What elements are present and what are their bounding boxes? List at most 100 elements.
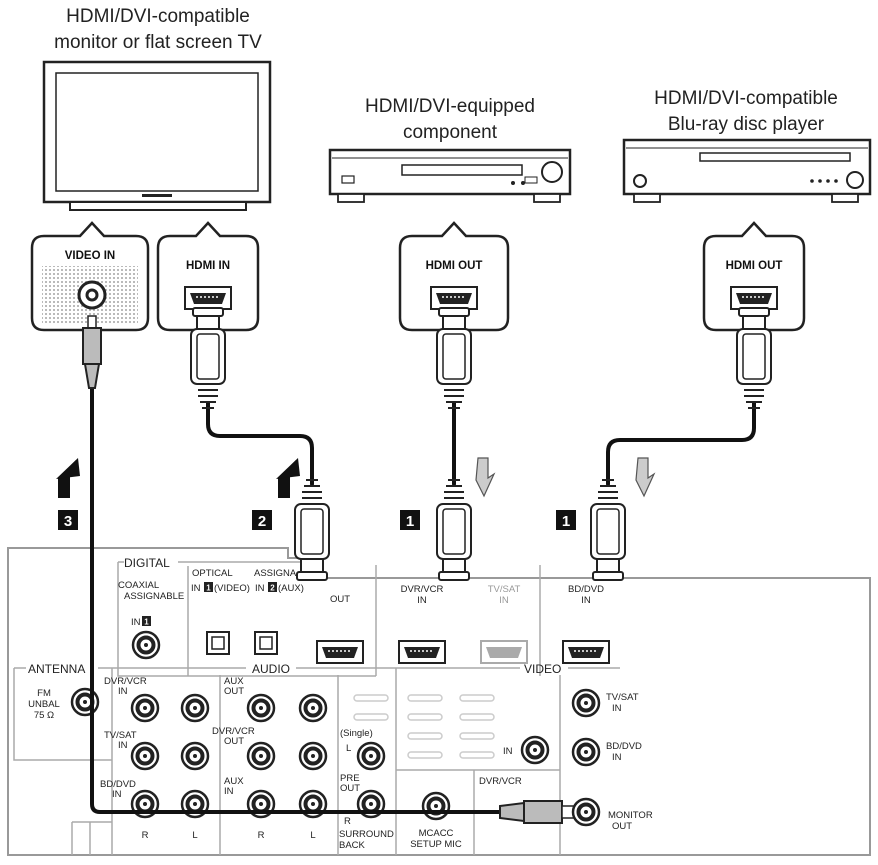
audio-dvr-l-jack <box>180 693 210 723</box>
unused-slots <box>353 694 495 759</box>
receiver-rear-panel: DIGITAL COAXIAL ASSIGNABLE IN 1 OPTICAL … <box>7 547 871 856</box>
receiver-hdmi-bddvd-port <box>562 640 610 664</box>
aux-in-label-line1: AUX <box>224 776 244 787</box>
fm-ohm-label: 75 Ω <box>34 710 54 721</box>
audio-tvsat-label-line2: IN <box>118 740 128 751</box>
arrow-down-dvr <box>475 457 496 498</box>
video-group-label: VIDEO <box>524 662 561 676</box>
optical-in2-label: (AUX) <box>278 583 304 594</box>
video-rca-plug-bottom <box>499 797 601 827</box>
audio-group-label: AUDIO <box>252 662 290 676</box>
cables <box>90 386 756 814</box>
pre-out-l-label: L <box>346 743 351 754</box>
antenna-group-label: ANTENNA <box>28 662 85 676</box>
video-tvsat-label-line2: IN <box>612 703 622 714</box>
tv-caption-line1: HDMI/DVI-compatible <box>66 6 250 27</box>
aux-in-label-line2: IN <box>224 786 234 797</box>
hdmi-dvr-label-line2: IN <box>417 595 427 606</box>
step-badge-video: 3 <box>58 510 78 530</box>
svg-text:1: 1 <box>206 584 211 593</box>
audio-dvr-label-line2: IN <box>118 686 128 697</box>
hdmi-tvsat-label-line2: IN <box>499 595 509 606</box>
hdmi-cable-bluray <box>606 401 756 486</box>
bluray-caption: HDMI/DVI-compatible Blu-ray disc player <box>654 88 838 135</box>
audio-r-label-2: R <box>258 830 265 841</box>
step-badge-monitor-number: 2 <box>258 513 266 530</box>
video-dvr-label: DVR/VCR <box>479 776 522 787</box>
component-caption-line1: HDMI/DVI-equipped <box>365 96 535 117</box>
component-caption: HDMI/DVI-equipped component <box>365 96 535 143</box>
aux-out-r-jack <box>246 693 276 723</box>
hdmi-plug-receiver-out <box>294 479 330 581</box>
receiver-hdmi-out-port <box>316 640 364 664</box>
dvr-out-l-jack <box>298 741 328 771</box>
optical-in2-port <box>254 631 278 655</box>
svg-text:1: 1 <box>144 618 149 627</box>
aux-out-l-jack <box>298 693 328 723</box>
monitor-out-label-line1: MONITOR <box>608 810 653 821</box>
hdmi-out-label: OUT <box>330 594 350 605</box>
callout-hdmi-in-label: HDMI IN <box>186 260 230 272</box>
audio-bddvd-label-line2: IN <box>112 789 122 800</box>
surround-label: SURROUND <box>339 829 394 840</box>
video-tvsat-label-line1: TV/SAT <box>606 692 639 703</box>
audio-tvsat-r-jack <box>130 741 160 771</box>
video-rca-plug-top <box>82 315 102 389</box>
mcacc-setup-mic-label: SETUP MIC <box>410 839 462 850</box>
step-badge-bd-number: 1 <box>562 513 570 530</box>
video-bddvd-label-line1: BD/DVD <box>606 741 642 752</box>
arrow-down-bd <box>635 457 656 498</box>
tv-illustration <box>42 60 272 211</box>
dvr-out-r-jack <box>246 741 276 771</box>
hdmi-bddvd-label-line1: BD/DVD <box>568 584 604 595</box>
tv-hdmi-port <box>184 286 232 310</box>
receiver-hdmi-dvr-port <box>398 640 446 664</box>
mcacc-mic-jack <box>421 791 451 821</box>
aux-out-label-line1: AUX <box>224 676 244 687</box>
svg-text:2: 2 <box>270 584 275 593</box>
receiver-hdmi-tvsat-port <box>480 640 528 664</box>
optical-in1-prefix: IN <box>191 583 201 594</box>
video-bddvd-label-line2: IN <box>612 752 622 763</box>
step-badge-dvr-number: 1 <box>406 513 414 530</box>
hdmi-tvsat-label-line1: TV/SAT <box>488 584 521 595</box>
audio-bddvd-label-line1: BD/DVD <box>100 779 136 790</box>
assignable-label: ASSIGNA <box>254 568 297 579</box>
bluray-caption-line1: HDMI/DVI-compatible <box>654 88 838 109</box>
aux-out-label-line2: OUT <box>224 686 244 697</box>
coaxial-jack <box>131 630 161 660</box>
step-badge-dvr: 1 <box>400 510 420 530</box>
callout-hdmi-out-bluray: HDMI OUT <box>702 221 806 332</box>
mcacc-label: MCACC <box>419 828 454 839</box>
audio-tvsat-label-line1: TV/SAT <box>104 730 137 741</box>
optical-label: OPTICAL <box>192 568 233 579</box>
callout-video-in-label: VIDEO IN <box>65 250 115 262</box>
callout-video-in: VIDEO IN <box>30 221 150 332</box>
audio-r-label-1: R <box>142 830 149 841</box>
tv-caption: HDMI/DVI-compatible monitor or flat scre… <box>54 6 262 53</box>
coaxial-label: COAXIAL <box>118 580 159 591</box>
audio-tvsat-l-jack <box>180 741 210 771</box>
component-caption-line2: component <box>403 122 498 143</box>
callout-hdmi-out-component-label: HDMI OUT <box>426 260 483 272</box>
coax-in-label: IN <box>131 617 141 628</box>
fm-antenna-jack <box>70 687 100 717</box>
callout-hdmi-out-bluray-label: HDMI OUT <box>726 260 783 272</box>
audio-dvr-label-line1: DVR/VCR <box>104 676 147 687</box>
hdmi-plug-tv <box>190 307 226 409</box>
hdmi-plug-bluray <box>736 307 772 409</box>
optical-in1-label: (VIDEO) <box>214 583 250 594</box>
audio-l-label-1: L <box>192 830 197 841</box>
optical-in1-port <box>206 631 230 655</box>
coaxial-assignable-label: ASSIGNABLE <box>124 591 184 602</box>
hdmi-plug-receiver-bd <box>590 479 626 581</box>
pre-out-label-line1: PRE <box>340 773 360 784</box>
step-badge-video-number: 3 <box>64 513 72 530</box>
hdmi-dvr-label-line1: DVR/VCR <box>401 584 444 595</box>
callout-hdmi-in: HDMI IN <box>156 221 260 332</box>
bluray-illustration <box>622 138 872 203</box>
surround-r-label: R <box>344 816 351 827</box>
monitor-out-jack <box>571 797 601 827</box>
hdmi-plug-component <box>436 307 472 409</box>
pre-out-l-jack <box>356 741 386 771</box>
